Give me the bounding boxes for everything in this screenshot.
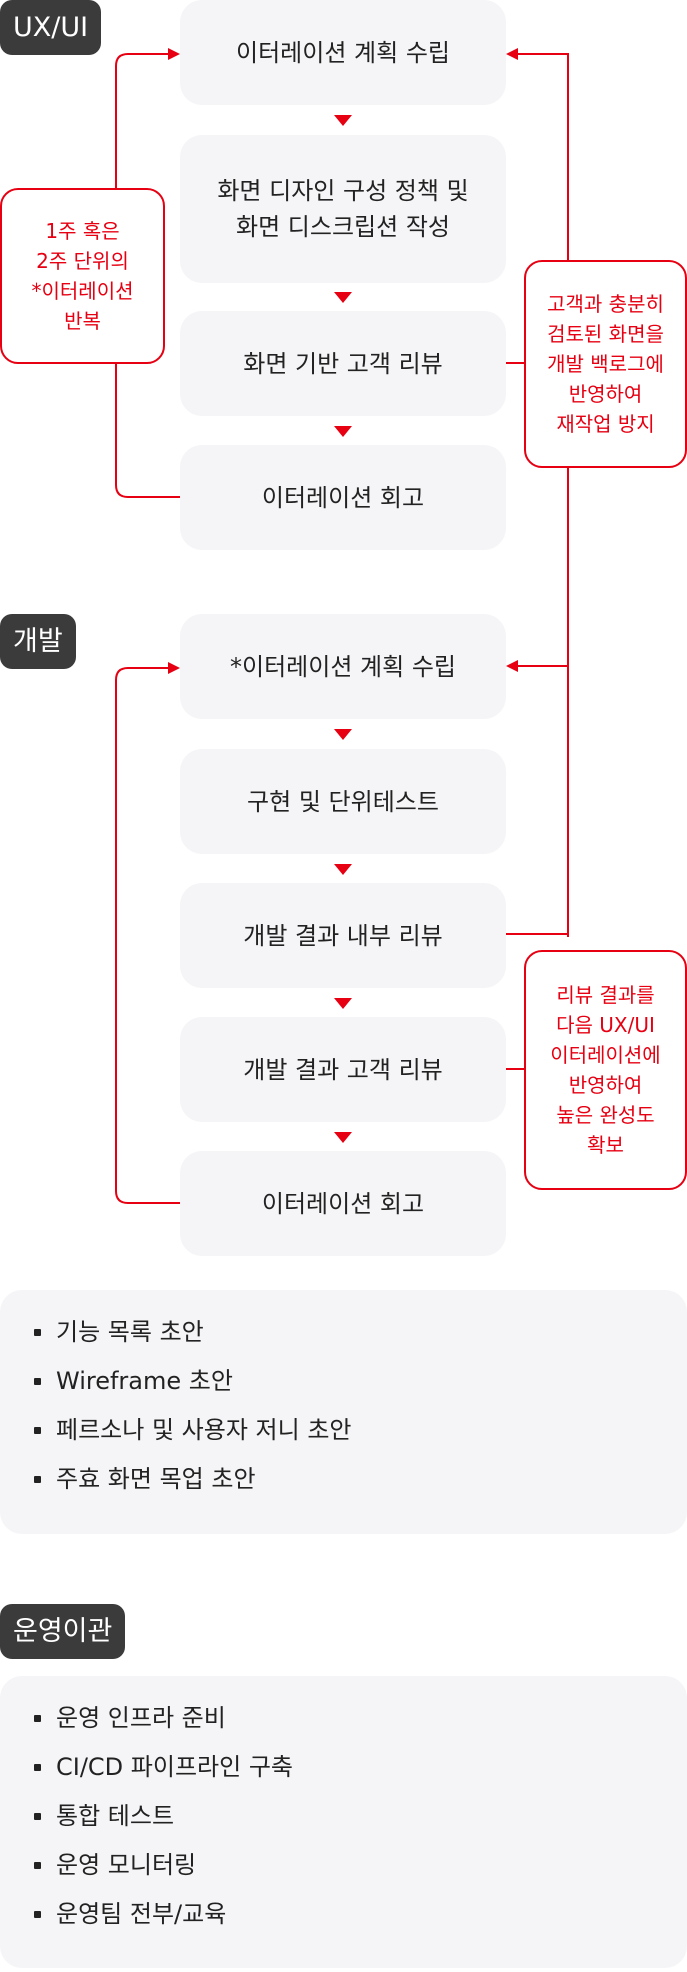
note-line: 고객과 충분히 <box>547 292 664 316</box>
uxui-step-review: 화면 기반 고객 리뷰 <box>180 311 506 416</box>
arrowhead-uxui-loop <box>168 48 180 60</box>
down-arrow-icon <box>334 864 352 875</box>
uxui-feedback-note: 고객과 충분히 검토된 화면을 개발 백로그에 반영하여 재작업 방지 <box>524 260 687 468</box>
step-label: 개발 결과 내부 리뷰 <box>243 921 443 950</box>
step-label: 이터레이션 계획 수립 <box>236 38 450 67</box>
dev-feedback-note: 리뷰 결과를 다음 UX/UI 이터레이션에 반영하여 높은 완성도 확보 <box>524 950 687 1190</box>
down-arrow-icon <box>334 115 352 126</box>
ops-items-panel: 운영 인프라 준비 CI/CD 파이프라인 구축 통합 테스트 운영 모니터링 … <box>0 1676 687 1968</box>
note-line: 검토된 화면을 <box>547 322 664 346</box>
note-line: 개발 백로그에 <box>547 352 664 376</box>
down-arrow-icon <box>334 292 352 303</box>
dev-step-plan: *이터레이션 계획 수립 <box>180 614 506 719</box>
uxui-tag: UX/UI <box>0 0 102 55</box>
dev-tag: 개발 <box>0 614 76 669</box>
list-item: Wireframe 초안 <box>32 1357 687 1406</box>
note-line: *이터레이션 <box>31 279 134 303</box>
list-item: CI/CD 파이프라인 구축 <box>32 1743 687 1792</box>
down-arrow-icon <box>334 998 352 1009</box>
note-line: 재작업 방지 <box>556 412 655 436</box>
note-line: 확보 <box>587 1133 624 1157</box>
ops-tag: 운영이관 <box>0 1604 126 1659</box>
note-line: 높은 완성도 <box>556 1103 655 1127</box>
step-label-line-1: 화면 디자인 구성 정책 및 <box>217 177 469 205</box>
dev-loop-line <box>115 667 180 1204</box>
note-line: 다음 UX/UI <box>556 1013 655 1037</box>
note-line: 반영하여 <box>568 1073 643 1097</box>
uxui-loop-note: 1주 혹은 2주 단위의 *이터레이션 반복 <box>0 188 165 364</box>
note-line: 2주 단위의 <box>36 249 129 273</box>
dev-step-retro: 이터레이션 회고 <box>180 1151 506 1256</box>
step-label: 이터레이션 회고 <box>261 483 425 512</box>
step-label-line-2: 화면 디스크립션 작성 <box>236 213 450 241</box>
note-line: 반복 <box>64 309 101 333</box>
dev-step-implement: 구현 및 단위테스트 <box>180 749 506 854</box>
dev-step-internal-review: 개발 결과 내부 리뷰 <box>180 883 506 988</box>
list-item: 페르소나 및 사용자 저니 초안 <box>32 1406 687 1455</box>
note-line: 이터레이션에 <box>550 1043 661 1067</box>
step-label: *이터레이션 계획 수립 <box>230 652 456 681</box>
uxui-step-retro: 이터레이션 회고 <box>180 445 506 550</box>
note-line: 1주 혹은 <box>45 219 120 243</box>
step-label: 개발 결과 고객 리뷰 <box>243 1055 443 1084</box>
list-item: 통합 테스트 <box>32 1792 687 1841</box>
list-item: 운영 인프라 준비 <box>32 1694 687 1743</box>
dev-step-customer-review: 개발 결과 고객 리뷰 <box>180 1017 506 1122</box>
dev-deliverables-panel: 기능 목록 초안 Wireframe 초안 페르소나 및 사용자 저니 초안 주… <box>0 1290 687 1534</box>
uxui-step-design: 화면 디자인 구성 정책 및 화면 디스크립션 작성 <box>180 135 506 283</box>
down-arrow-icon <box>334 729 352 740</box>
ops-list: 운영 인프라 준비 CI/CD 파이프라인 구축 통합 테스트 운영 모니터링 … <box>32 1694 687 1939</box>
list-item: 주효 화면 목업 초안 <box>32 1455 687 1504</box>
arrowhead-dev-plan <box>506 660 518 672</box>
note-line: 반영하여 <box>568 382 643 406</box>
arrowhead-dev-loop <box>168 662 180 674</box>
step-label: 구현 및 단위테스트 <box>247 787 439 816</box>
down-arrow-icon <box>334 1132 352 1143</box>
uxui-step-plan: 이터레이션 계획 수립 <box>180 0 506 105</box>
note-line: 리뷰 결과를 <box>556 983 655 1007</box>
list-item: 기능 목록 초안 <box>32 1308 687 1357</box>
step-label: 화면 기반 고객 리뷰 <box>243 349 443 378</box>
deliverables-list: 기능 목록 초안 Wireframe 초안 페르소나 및 사용자 저니 초안 주… <box>32 1308 687 1504</box>
arrowhead-uxui-feedback <box>506 48 518 60</box>
step-label: 이터레이션 회고 <box>261 1189 425 1218</box>
list-item: 운영 모니터링 <box>32 1841 687 1890</box>
down-arrow-icon <box>334 426 352 437</box>
list-item: 운영팀 전부/교육 <box>32 1890 687 1939</box>
uxui-feedback-rail <box>518 52 569 260</box>
